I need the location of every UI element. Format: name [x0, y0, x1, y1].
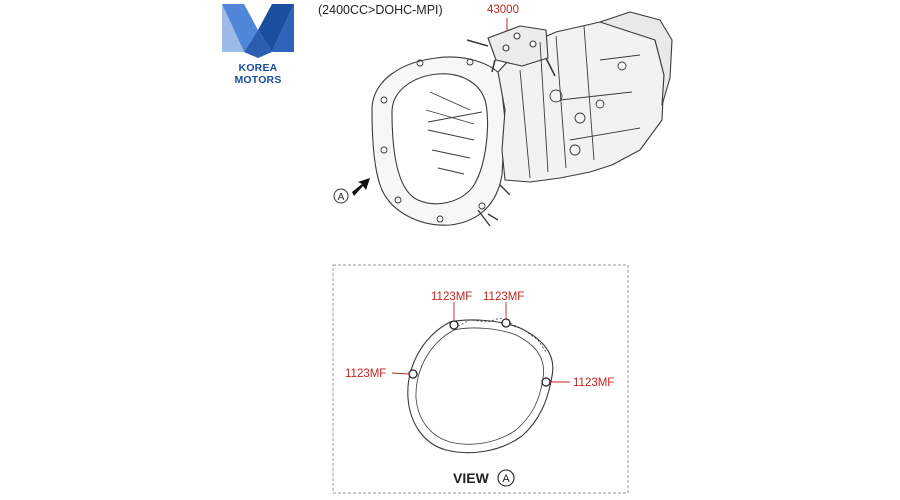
assembly-part-number: 43000	[487, 4, 519, 16]
callout-label-top-right: 1123MF	[483, 291, 524, 303]
view-title-marker-letter: A	[502, 473, 510, 485]
extension-housing	[599, 11, 673, 106]
view-marker-circle	[333, 188, 349, 204]
engine-spec-label: (2400CC>DOHC-MPI)	[318, 3, 443, 17]
callout-label-top-left: 1123MF	[431, 291, 472, 303]
dowel-left	[408, 369, 418, 379]
dowel-markers	[408, 318, 551, 387]
bell-housing-gasket	[407, 317, 554, 454]
bell-housing-bore	[391, 73, 488, 205]
bell-housing-ribs	[425, 91, 483, 175]
callout-label-left: 1123MF	[345, 368, 386, 380]
callout-leaders	[391, 302, 570, 383]
dowel-top-right	[501, 318, 511, 328]
case-segment-lines	[519, 25, 641, 179]
view-direction-arrow-icon	[352, 178, 370, 196]
view-title-label: VIEW	[453, 470, 489, 486]
view-detail-frame	[332, 264, 629, 494]
manual-transmission-assembly	[371, 11, 673, 227]
dowel-right	[541, 377, 551, 387]
shift-tower	[487, 25, 549, 67]
korea-motors-logo-icon	[222, 4, 294, 58]
callout-label-right: 1123MF	[573, 377, 614, 389]
callout-labels: 1123MF 1123MF 1123MF 1123MF	[345, 291, 614, 389]
dowel-top-left	[449, 320, 459, 330]
flange-bolt-holes	[380, 58, 486, 223]
view-marker-letter: A	[338, 192, 345, 203]
brand-name: KOREA MOTORS	[234, 62, 282, 86]
case-mount-bosses	[549, 61, 627, 156]
view-title-marker-circle	[497, 469, 515, 487]
